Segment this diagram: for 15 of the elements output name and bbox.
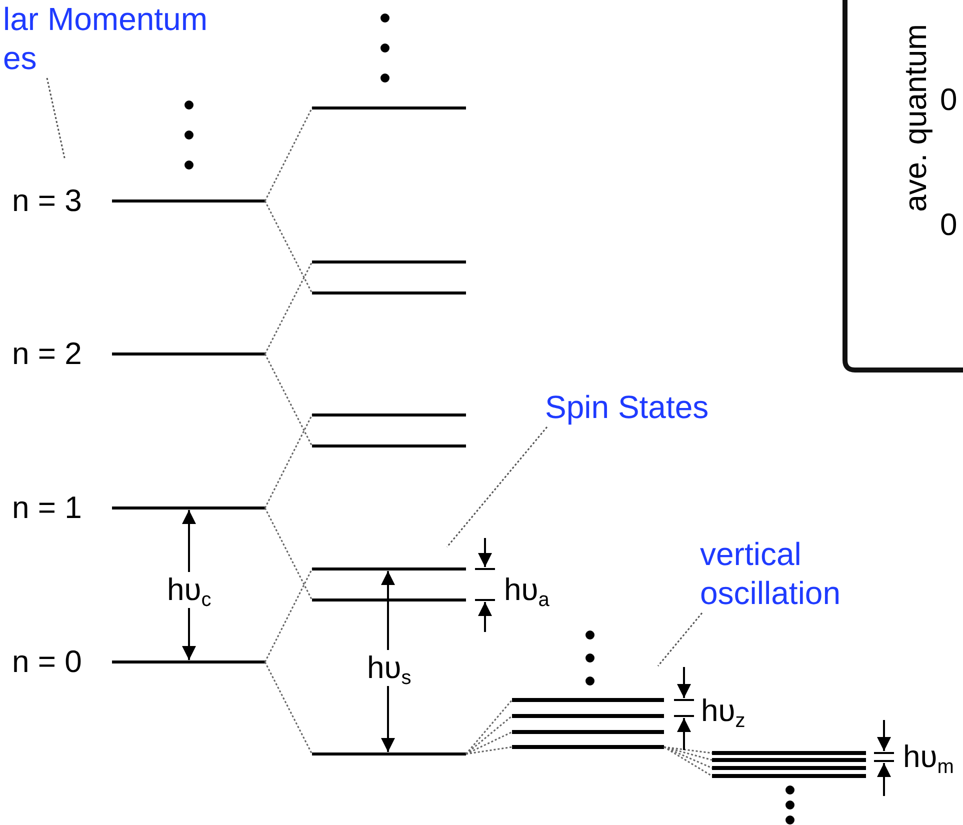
level-label: n = 1 (12, 490, 82, 526)
axis-label: ave. quantum (898, 24, 934, 212)
level-label: n = 3 (12, 183, 82, 219)
level-label: n = 0 (12, 644, 82, 680)
callout-label: Spin States (545, 388, 765, 427)
leader-line (657, 612, 703, 666)
tick-label: 0 (940, 207, 958, 243)
tick-label: 0 (940, 82, 958, 118)
callout-label: lar Momentum es (3, 0, 218, 78)
level-label: n = 2 (12, 336, 82, 372)
callout-label: vertical oscillation (700, 535, 885, 613)
leader-line (446, 426, 548, 548)
leader-line (46, 78, 66, 160)
energy-label: hυ$_{c}$ (166, 572, 212, 608)
energy-label: hυ$_{s}$ (366, 650, 412, 686)
